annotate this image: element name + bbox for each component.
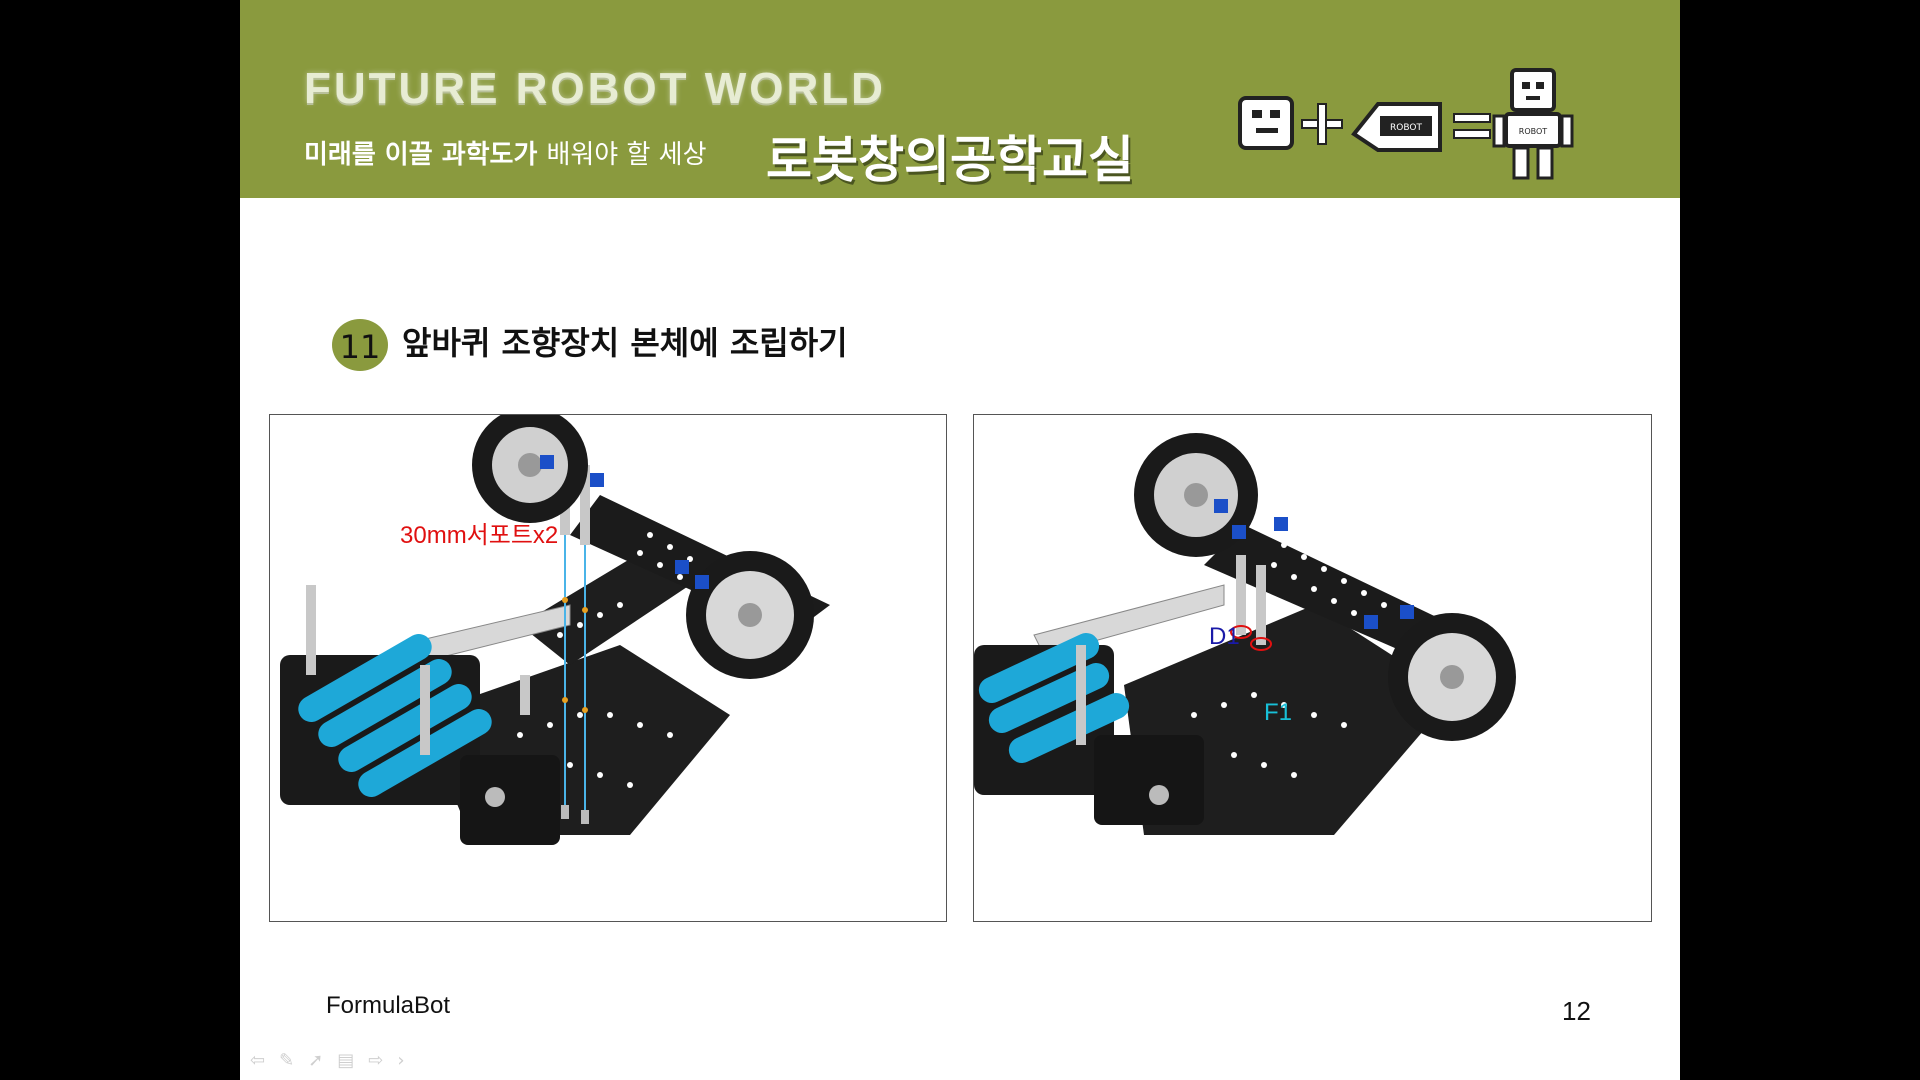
callout-30mm-support: 30mm서포트x2 bbox=[400, 515, 558, 550]
footer-product-name: FormulaBot bbox=[326, 992, 451, 1019]
logo-robot-text: ROBOT bbox=[1390, 123, 1422, 133]
pen-icon[interactable]: ✎ bbox=[279, 1050, 295, 1071]
banner-subtitle-light: 배워야 할 세상 bbox=[546, 140, 707, 170]
label-d1-text: D1 bbox=[1209, 623, 1240, 650]
callout-30mm-support-text: 30mm서포트x2 bbox=[400, 522, 559, 549]
assembly-image-before: 30mm서포트x2 bbox=[269, 414, 947, 922]
header-banner: FUTURE ROBOT WORLD 미래를 이끌 과학도가 배워야 할 세상 … bbox=[240, 0, 1680, 198]
arrow-right-icon[interactable]: ⇨ bbox=[368, 1050, 384, 1071]
pointer-icon[interactable]: ➚ bbox=[308, 1050, 324, 1071]
assembly-illustration-after bbox=[974, 433, 1516, 835]
slide: FUTURE ROBOT WORLD 미래를 이끌 과학도가 배워야 할 세상 … bbox=[240, 0, 1680, 1080]
banner-subtitle-bold: 미래를 이끌 과학도가 bbox=[304, 140, 538, 170]
arrow-left-icon[interactable]: ⇦ bbox=[250, 1050, 266, 1071]
step-title: 앞바퀴 조향장치 본체에 조립하기 bbox=[402, 324, 848, 362]
slides-icon[interactable]: ▤ bbox=[337, 1050, 355, 1071]
label-f1-text: F1 bbox=[1264, 699, 1293, 726]
slide-page-number: 12 bbox=[1562, 996, 1591, 1026]
label-f1: F1 bbox=[1264, 699, 1292, 727]
assembly-illustration-before bbox=[280, 415, 830, 845]
banner-title: FUTURE ROBOT WORLD bbox=[304, 64, 886, 113]
banner-subtitle: 미래를 이끌 과학도가 배워야 할 세상 bbox=[304, 134, 707, 171]
banner-main-title: 로봇창의공학교실 bbox=[766, 131, 1134, 189]
robot-equation-logo: ROBOT ROBOT bbox=[1238, 68, 1574, 180]
step-number-badge: 11 bbox=[332, 319, 388, 371]
logo-robot-body-text: ROBOT bbox=[1519, 127, 1548, 136]
label-d1: D1 bbox=[1209, 623, 1240, 651]
assembly-image-after: D1 F1 bbox=[973, 414, 1652, 922]
chevron-right-icon[interactable]: › bbox=[397, 1050, 405, 1071]
slideshow-nav-toolbar: ⇦ ✎ ➚ ▤ ⇨ › bbox=[250, 1050, 405, 1071]
